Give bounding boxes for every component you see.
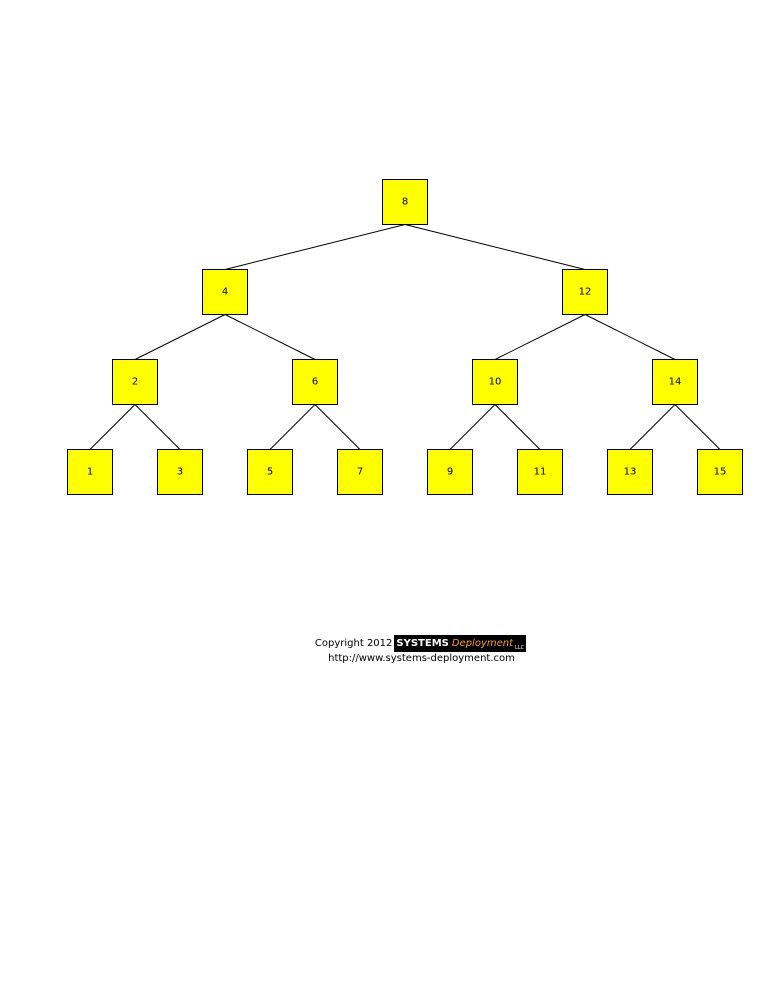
edge-4-6 [224,314,316,360]
edge-4-2 [134,314,226,360]
tree-node-15: 15 [697,449,743,495]
tree-node-7: 7 [337,449,383,495]
node-label: 6 [312,377,318,388]
tree-node-6: 6 [292,359,338,405]
node-box [202,269,248,315]
node-label: 15 [714,467,727,478]
node-box [247,449,293,495]
edge-6-5 [269,404,316,450]
company-logo: SYSTEMS Deployment LLC [394,634,527,652]
tree-node-8: 8 [382,179,428,225]
node-label: 7 [357,467,363,478]
edge-6-7 [314,404,361,450]
node-label: 3 [177,467,183,478]
node-box [652,359,698,405]
tree-node-2: 2 [112,359,158,405]
node-label: 10 [489,377,502,388]
edge-10-11 [494,404,541,450]
website-url: http://www.systems-deployment.com [328,653,515,664]
node-label: 4 [222,287,228,298]
footer: Copyright 2012 SYSTEMS Deployment LLC ht… [0,634,765,664]
logo-llc-text: LLC [515,644,525,651]
node-label: 14 [669,377,682,388]
node-box [607,449,653,495]
tree-edges [89,224,721,450]
node-label: 2 [132,377,138,388]
edge-8-12 [404,224,586,270]
node-box [427,449,473,495]
tree-node-3: 3 [157,449,203,495]
edge-2-1 [89,404,136,450]
node-box [382,179,428,225]
tree-node-9: 9 [427,449,473,495]
edge-12-14 [584,314,676,360]
node-box [517,449,563,495]
edge-2-3 [134,404,181,450]
logo-deployment-text: Deployment [451,637,514,649]
copyright-text: Copyright 2012 [314,637,393,649]
logo-systems-text: SYSTEMS [396,637,449,649]
node-box [337,449,383,495]
copyright-line: Copyright 2012 SYSTEMS Deployment LLC [76,634,765,652]
tree-node-4: 4 [202,269,248,315]
node-label: 11 [534,467,547,478]
node-label: 12 [579,287,592,298]
edge-12-10 [494,314,586,360]
node-box [157,449,203,495]
edge-8-4 [224,224,406,270]
node-label: 13 [624,467,637,478]
node-box [697,449,743,495]
node-box [472,359,518,405]
node-box [67,449,113,495]
edge-14-15 [674,404,721,450]
node-label: 9 [447,467,453,478]
node-box [562,269,608,315]
tree-node-5: 5 [247,449,293,495]
node-box [292,359,338,405]
tree-node-12: 12 [562,269,608,315]
tree-node-14: 14 [652,359,698,405]
tree-node-11: 11 [517,449,563,495]
tree-node-1: 1 [67,449,113,495]
edge-10-9 [449,404,496,450]
edge-14-13 [629,404,676,450]
tree-node-13: 13 [607,449,653,495]
tree-node-10: 10 [472,359,518,405]
node-label: 1 [87,467,93,478]
node-box [112,359,158,405]
node-label: 5 [267,467,273,478]
node-label: 8 [402,197,408,208]
